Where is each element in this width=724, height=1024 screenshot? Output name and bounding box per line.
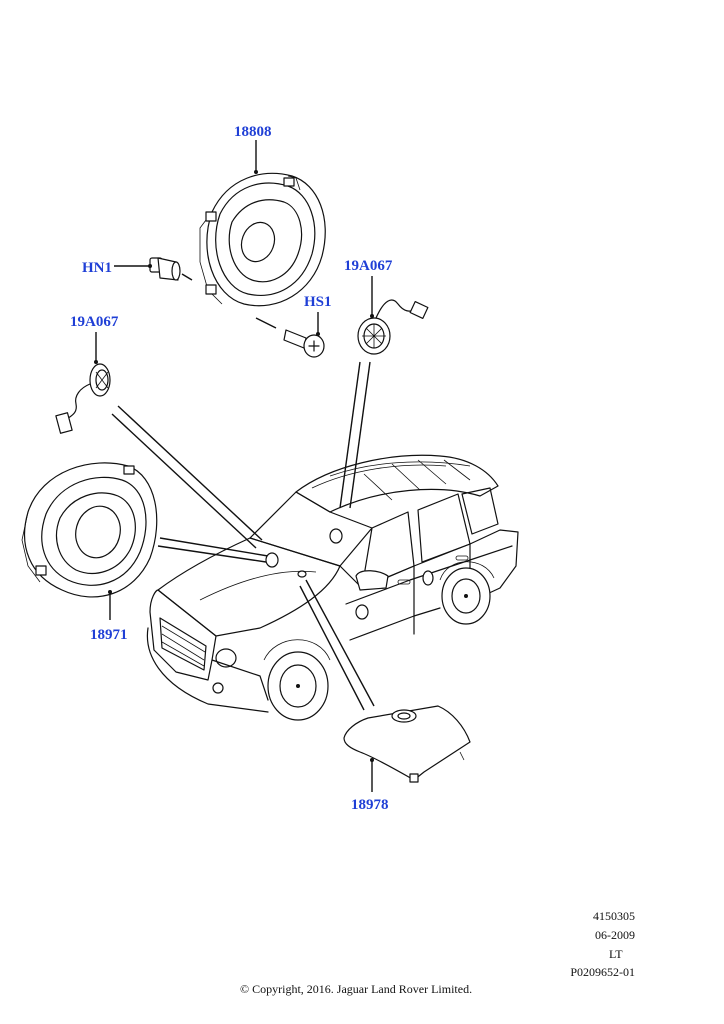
diagram-date: 06-2009 xyxy=(595,928,635,942)
tweeter-19a067-left[interactable] xyxy=(55,332,263,549)
callout-19a067-right[interactable]: 19A067 xyxy=(344,258,393,274)
speaker-18808[interactable] xyxy=(199,140,326,307)
callout-19a067-left[interactable]: 19A067 xyxy=(70,314,119,330)
diagram-reference: P0209652-01 xyxy=(570,965,635,979)
cover-18978[interactable] xyxy=(299,579,471,792)
callout-18978[interactable]: 18978 xyxy=(351,797,389,813)
callout-hn1[interactable]: HN1 xyxy=(82,260,112,276)
copyright-notice: © Copyright, 2016. Jaguar Land Rover Lim… xyxy=(240,982,473,996)
tweeter-19a067-right[interactable] xyxy=(339,276,429,509)
diagram-code: 4150305 xyxy=(593,909,635,923)
callout-hs1[interactable]: HS1 xyxy=(304,294,332,310)
screw-hs1[interactable] xyxy=(255,312,325,358)
callout-18971[interactable]: 18971 xyxy=(90,627,128,643)
speaker-18971[interactable] xyxy=(21,462,269,620)
callout-18808[interactable]: 18808 xyxy=(234,124,272,140)
vehicle-body xyxy=(146,454,519,721)
clip-hn1[interactable] xyxy=(114,257,193,281)
diagram-lt-label: LT xyxy=(609,947,623,961)
